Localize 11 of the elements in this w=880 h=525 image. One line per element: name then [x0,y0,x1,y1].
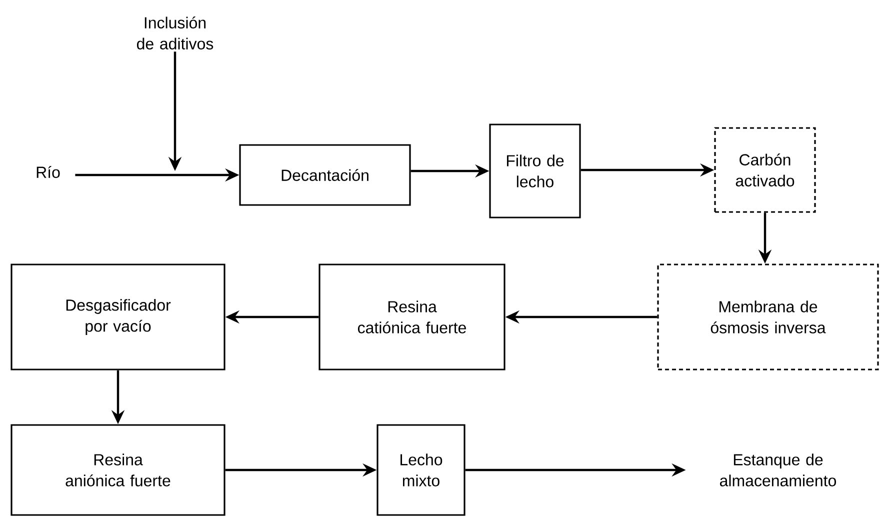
process-box: Lecho mixto [376,424,466,516]
process-box: Filtro de lecho [489,124,581,218]
process-box: Membrana de ósmosis inversa [657,264,879,370]
process-box: Resina aniónica fuerte [10,424,226,516]
flow-label: Río [36,166,60,178]
process-box: Decantación [239,144,411,206]
process-box: Resina catiónica fuerte [318,264,506,370]
flow-label: Estanque de almacenamiento [720,454,836,486]
process-box: Carbón activado [714,127,816,213]
flow-label: Inclusión de aditivos [137,16,214,50]
process-box: Desgasificador por vacío [10,264,226,370]
